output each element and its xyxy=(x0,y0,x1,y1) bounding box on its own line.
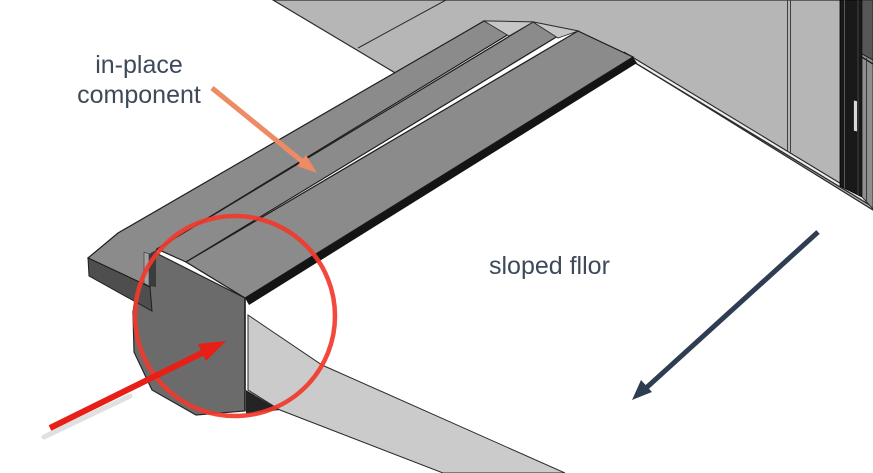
navy-arrow-head xyxy=(632,380,652,400)
highlight-circle xyxy=(132,213,338,419)
red-arrow-shaft xyxy=(48,349,206,431)
red-arrow-head xyxy=(198,341,226,361)
door-handle[interactable] xyxy=(853,99,858,133)
in-place-label-line1: in-place xyxy=(95,51,183,79)
red-arrow-shadow xyxy=(41,393,133,440)
beam-step-gap-1 xyxy=(482,20,535,37)
door-side-panel-upper[interactable] xyxy=(861,0,873,61)
orange-arrow xyxy=(210,86,317,173)
orange-arrow-head xyxy=(297,155,317,173)
door-frame[interactable] xyxy=(839,0,863,198)
navy-arrow-shaft xyxy=(643,230,820,391)
orange-arrow-shaft xyxy=(210,86,305,164)
floor-edge-line-lower xyxy=(626,57,873,208)
floor-edge-line-upper xyxy=(623,51,872,203)
sloped-floor-label: sloped fllor xyxy=(489,252,610,280)
beam-shadow-edge xyxy=(245,57,637,305)
in-place-label-line2: component xyxy=(77,81,201,109)
door-side-panel-lower[interactable] xyxy=(861,53,873,210)
red-arrow xyxy=(48,341,226,431)
floor-crease-line xyxy=(357,0,447,49)
beam-step-gap-2 xyxy=(532,21,580,39)
navy-arrow xyxy=(632,230,820,400)
in-place-component-label: in-place component xyxy=(55,50,223,110)
floor-edge-highlight xyxy=(625,53,873,206)
